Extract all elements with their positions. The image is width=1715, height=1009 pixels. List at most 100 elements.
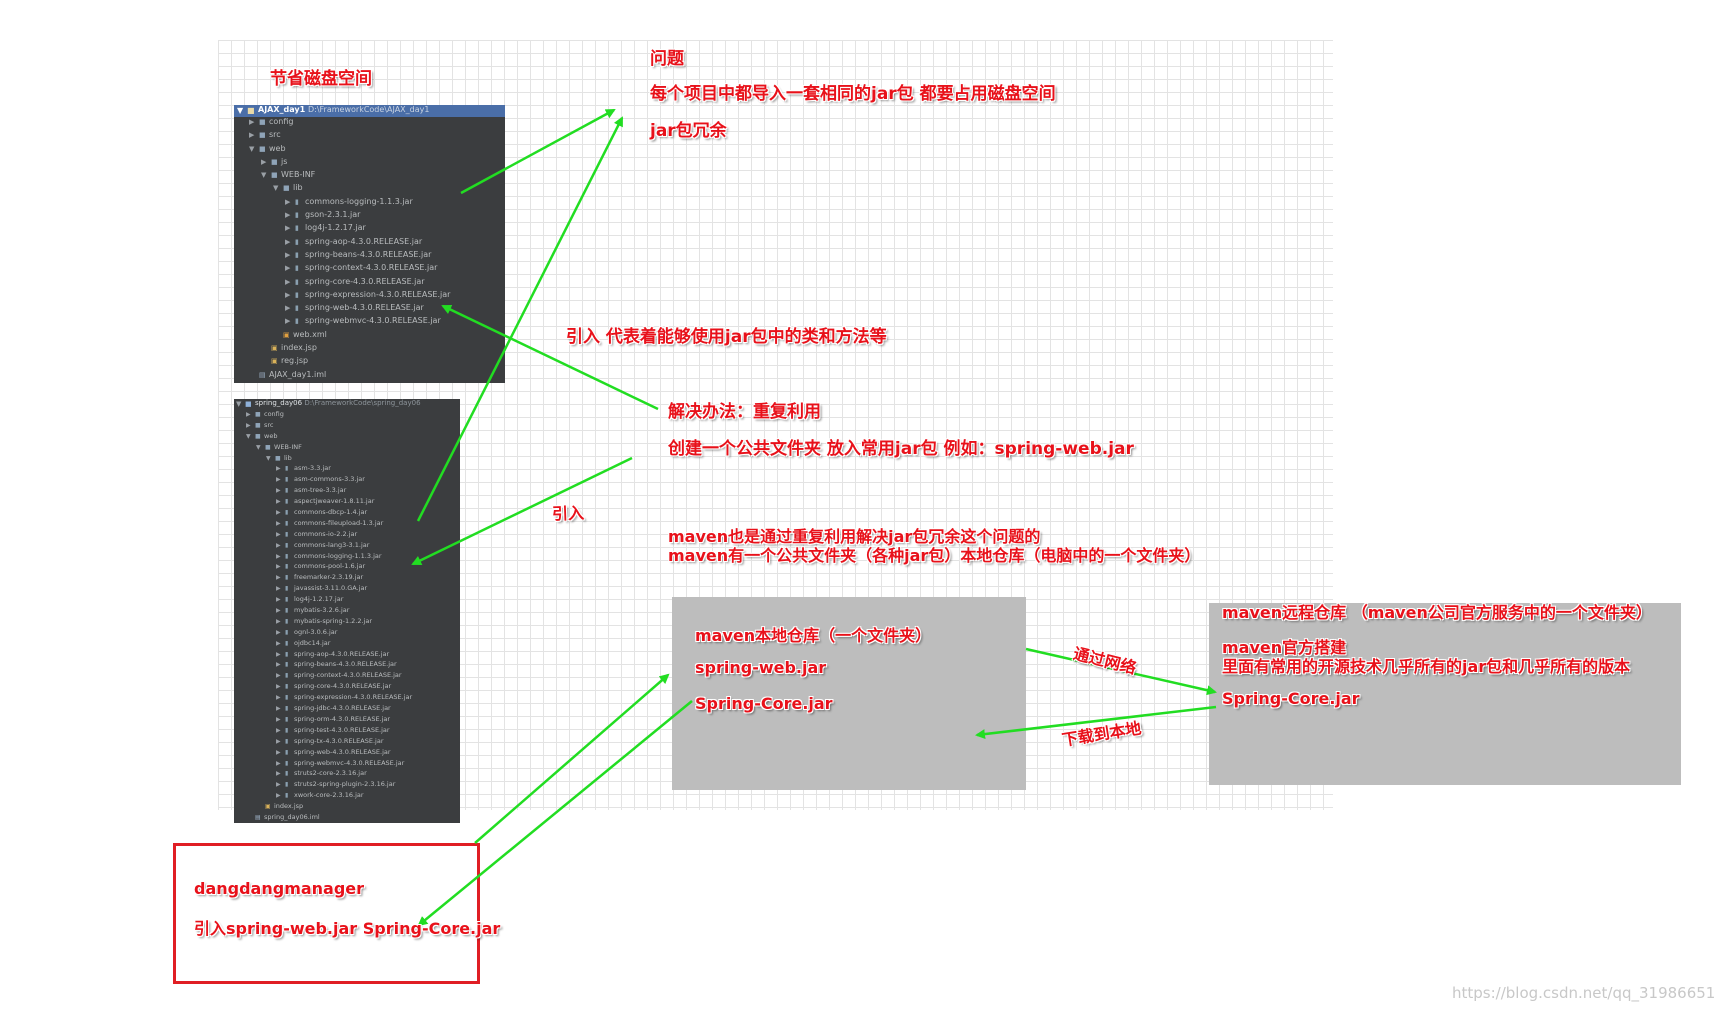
tree-row[interactable]: ▣index.jsp bbox=[234, 343, 505, 356]
tree-row[interactable]: ▶▮commons-lang3-3.1.jar bbox=[234, 541, 460, 552]
collapse-arrow-icon[interactable]: ▼ bbox=[273, 184, 279, 193]
tree-row[interactable]: ▶▮commons-logging-1.1.3.jar bbox=[234, 552, 460, 563]
tree-row[interactable]: ▶▮spring-jdbc-4.3.0.RELEASE.jar bbox=[234, 704, 460, 715]
tree-row[interactable]: ▶▮xwork-core-2.3.16.jar bbox=[234, 791, 460, 802]
expand-arrow-icon[interactable]: ▶ bbox=[276, 563, 281, 571]
tree-row[interactable]: ▶■config bbox=[234, 117, 505, 130]
tree-row[interactable]: ▣index.jsp bbox=[234, 802, 460, 813]
tree-row[interactable]: ▼■WEB-INF bbox=[234, 443, 460, 454]
tree-row[interactable]: ▶▮ognl-3.0.6.jar bbox=[234, 628, 460, 639]
tree-row[interactable]: ▶▮spring-web-4.3.0.RELEASE.jar bbox=[234, 303, 505, 316]
expand-arrow-icon[interactable]: ▶ bbox=[276, 519, 281, 527]
expand-arrow-icon[interactable]: ▶ bbox=[285, 264, 291, 273]
expand-arrow-icon[interactable]: ▶ bbox=[276, 770, 281, 778]
expand-arrow-icon[interactable]: ▶ bbox=[276, 705, 281, 713]
expand-arrow-icon[interactable]: ▶ bbox=[276, 530, 281, 538]
expand-arrow-icon[interactable]: ▶ bbox=[276, 639, 281, 647]
expand-arrow-icon[interactable]: ▶ bbox=[276, 585, 281, 593]
collapse-arrow-icon[interactable]: ▼ bbox=[246, 432, 251, 440]
expand-arrow-icon[interactable]: ▶ bbox=[276, 509, 281, 517]
tree-row[interactable]: ▶■js bbox=[234, 157, 505, 170]
expand-arrow-icon[interactable]: ▶ bbox=[285, 290, 291, 299]
expand-arrow-icon[interactable]: ▶ bbox=[285, 317, 291, 326]
tree-row[interactable]: ▶▮log4j-1.2.17.jar bbox=[234, 223, 505, 236]
expand-arrow-icon[interactable]: ▶ bbox=[276, 465, 281, 473]
tree-row[interactable]: ▶▮spring-context-4.3.0.RELEASE.jar bbox=[234, 671, 460, 682]
expand-arrow-icon[interactable]: ▶ bbox=[276, 476, 281, 484]
tree-row[interactable]: ▶▮spring-aop-4.3.0.RELEASE.jar bbox=[234, 650, 460, 661]
tree-root-row[interactable]: ▼ ■ spring_day06 D:\FrameworkCode\spring… bbox=[234, 399, 460, 410]
expand-arrow-icon[interactable]: ▶ bbox=[276, 498, 281, 506]
tree-row[interactable]: ▣reg.jsp bbox=[234, 356, 505, 369]
expand-arrow-icon[interactable]: ▶ bbox=[276, 694, 281, 702]
expand-arrow-icon[interactable]: ▶ bbox=[276, 748, 281, 756]
expand-arrow-icon[interactable]: ▶ bbox=[285, 304, 291, 313]
tree-row[interactable]: ▶▮asm-tree-3.3.jar bbox=[234, 486, 460, 497]
tree-row[interactable]: ▶▮commons-pool-1.6.jar bbox=[234, 562, 460, 573]
expand-arrow-icon[interactable]: ▶ bbox=[246, 421, 251, 429]
expand-arrow-icon[interactable]: ▶ bbox=[249, 131, 255, 140]
expand-arrow-icon[interactable]: ▶ bbox=[276, 781, 281, 789]
collapse-arrow-icon[interactable]: ▼ bbox=[266, 454, 271, 462]
expand-arrow-icon[interactable]: ▶ bbox=[276, 607, 281, 615]
tree-row[interactable]: ▶▮asm-3.3.jar bbox=[234, 464, 460, 475]
tree-row[interactable]: ▶■src bbox=[234, 421, 460, 432]
tree-row[interactable]: ▼■lib bbox=[234, 183, 505, 196]
collapse-arrow-icon[interactable]: ▼ bbox=[256, 443, 261, 451]
expand-arrow-icon[interactable]: ▶ bbox=[246, 411, 251, 418]
collapse-arrow-icon[interactable]: ▼ bbox=[261, 171, 267, 180]
tree-row[interactable]: ▶▮spring-orm-4.3.0.RELEASE.jar bbox=[234, 715, 460, 726]
tree-row[interactable]: ▶▮commons-fileupload-1.3.jar bbox=[234, 519, 460, 530]
tree-row[interactable]: ▶▮javassist-3.11.0.GA.jar bbox=[234, 584, 460, 595]
tree-row[interactable]: ▶▮spring-core-4.3.0.RELEASE.jar bbox=[234, 277, 505, 290]
tree-row[interactable]: ▶▮spring-expression-4.3.0.RELEASE.jar bbox=[234, 290, 505, 303]
expand-arrow-icon[interactable]: ▶ bbox=[276, 715, 281, 723]
expand-arrow-icon[interactable]: ▶ bbox=[276, 759, 281, 767]
tree-row[interactable]: ▶▮spring-webmvc-4.3.0.RELEASE.jar bbox=[234, 759, 460, 770]
expand-arrow-icon[interactable]: ▶ bbox=[276, 661, 281, 669]
tree-row[interactable]: ▼■lib bbox=[234, 454, 460, 465]
tree-row[interactable]: ▶▮spring-core-4.3.0.RELEASE.jar bbox=[234, 682, 460, 693]
tree-row[interactable]: ▼■web bbox=[234, 432, 460, 443]
collapse-arrow-icon[interactable]: ▼ bbox=[249, 144, 255, 153]
tree-row[interactable]: ▶▮freemarker-2.3.19.jar bbox=[234, 573, 460, 584]
tree-row[interactable]: ▶▮spring-beans-4.3.0.RELEASE.jar bbox=[234, 660, 460, 671]
tree-row[interactable]: ▶▮spring-beans-4.3.0.RELEASE.jar bbox=[234, 250, 505, 263]
expand-arrow-icon[interactable]: ▶ bbox=[249, 118, 255, 126]
tree-row[interactable]: ▶▮commons-logging-1.1.3.jar bbox=[234, 197, 505, 210]
expand-arrow-icon[interactable]: ▶ bbox=[276, 726, 281, 734]
expand-arrow-icon[interactable]: ▶ bbox=[276, 552, 281, 560]
tree-row[interactable]: ▶▮spring-expression-4.3.0.RELEASE.jar bbox=[234, 693, 460, 704]
tree-row[interactable]: ▶▮asm-commons-3.3.jar bbox=[234, 475, 460, 486]
expand-arrow-icon[interactable]: ▶ bbox=[276, 737, 281, 745]
expand-arrow-icon[interactable]: ▶ bbox=[276, 541, 281, 549]
tree-row[interactable]: ▶▮log4j-1.2.17.jar bbox=[234, 595, 460, 606]
tree-row[interactable]: ▤spring_day06.iml bbox=[234, 813, 460, 824]
expand-arrow-icon[interactable]: ▶ bbox=[285, 277, 291, 286]
expand-arrow-icon[interactable]: ▶ bbox=[285, 211, 291, 220]
expand-arrow-icon[interactable]: ▶ bbox=[285, 224, 291, 233]
expand-arrow-icon[interactable]: ▶ bbox=[285, 197, 291, 206]
expand-arrow-icon[interactable]: ▶ bbox=[276, 574, 281, 582]
expand-arrow-icon[interactable]: ▼ bbox=[236, 400, 242, 408]
expand-arrow-icon[interactable]: ▶ bbox=[276, 617, 281, 625]
tree-row[interactable]: ▼■web bbox=[234, 144, 505, 157]
tree-row[interactable]: ▶▮commons-io-2.2.jar bbox=[234, 530, 460, 541]
tree-row[interactable]: ▶■src bbox=[234, 130, 505, 143]
tree-row[interactable]: ▶▮spring-test-4.3.0.RELEASE.jar bbox=[234, 726, 460, 737]
expand-arrow-icon[interactable]: ▶ bbox=[261, 157, 267, 166]
tree-row[interactable]: ▶▮commons-dbcp-1.4.jar bbox=[234, 508, 460, 519]
tree-row[interactable]: ▶▮ojdbc14.jar bbox=[234, 639, 460, 650]
tree-row[interactable]: ▶▮spring-tx-4.3.0.RELEASE.jar bbox=[234, 737, 460, 748]
tree-root-row[interactable]: ▼ ■ AJAX_day1 D:\FrameworkCode\AJAX_day1 bbox=[234, 105, 505, 117]
tree-row[interactable]: ▶▮spring-aop-4.3.0.RELEASE.jar bbox=[234, 237, 505, 250]
expand-arrow-icon[interactable]: ▶ bbox=[276, 683, 281, 691]
expand-arrow-icon[interactable]: ▶ bbox=[276, 628, 281, 636]
tree-row[interactable]: ▶▮spring-web-4.3.0.RELEASE.jar bbox=[234, 748, 460, 759]
tree-row[interactable]: ▶▮mybatis-spring-1.2.2.jar bbox=[234, 617, 460, 628]
expand-arrow-icon[interactable]: ▶ bbox=[285, 237, 291, 246]
tree-row[interactable]: ▶▮gson-2.3.1.jar bbox=[234, 210, 505, 223]
tree-row[interactable]: ▣web.xml bbox=[234, 330, 505, 343]
tree-row[interactable]: ▤AJAX_day1.iml bbox=[234, 370, 505, 383]
tree-row[interactable]: ▼■WEB-INF bbox=[234, 170, 505, 183]
